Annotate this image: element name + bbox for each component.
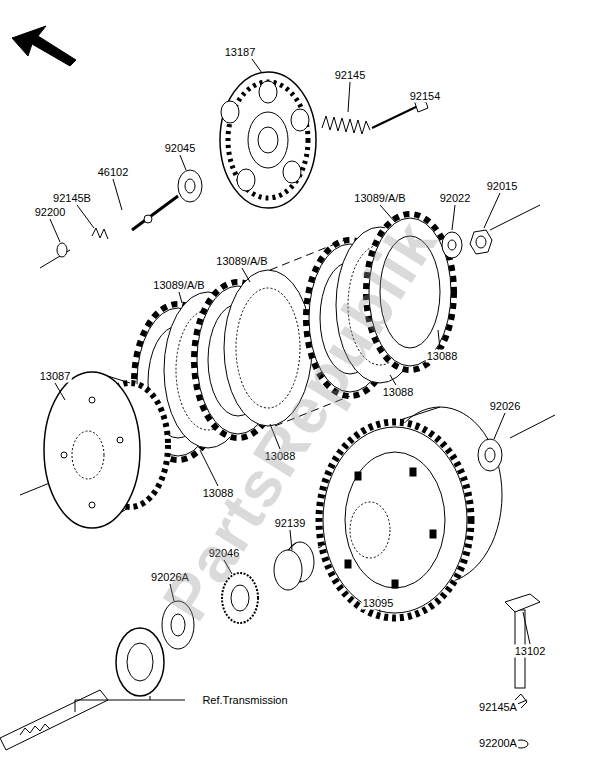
callout-number: 92154 — [409, 90, 442, 103]
callout-number: 92045 — [164, 142, 197, 155]
reference-note: Ref.Transmission — [201, 694, 288, 707]
callout-number: 13089/A/B — [152, 279, 205, 292]
callout-number: 92200 — [34, 206, 67, 219]
callout-number: 92022 — [439, 192, 472, 205]
callout-number: 13089/A/B — [353, 192, 406, 205]
callout-number: 92200A — [478, 737, 518, 750]
callout-number: 13088 — [382, 386, 415, 399]
callout-number: 13089/A/B — [215, 255, 268, 268]
callout-number: 92145A — [478, 701, 518, 714]
callout-number: 92145 — [334, 69, 367, 82]
callout-number: 13187 — [224, 46, 257, 59]
callout-number: 46102 — [97, 166, 130, 179]
callout-number: 92145B — [52, 192, 92, 205]
callout-number: 13095 — [362, 597, 395, 610]
callout-number: 92026 — [489, 400, 522, 413]
callout-number: 92015 — [486, 180, 519, 193]
callout-number: 13087 — [39, 370, 72, 383]
callout-number: 13102 — [514, 645, 547, 658]
callout-number: 13088 — [426, 350, 459, 363]
